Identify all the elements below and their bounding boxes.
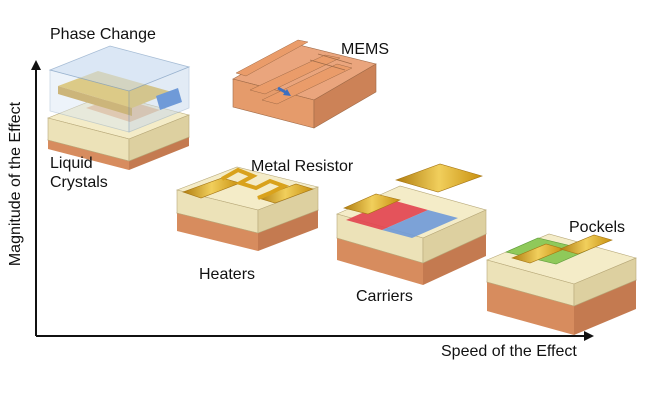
heaters-label: Heaters xyxy=(199,266,256,283)
carriers-label: Carriers xyxy=(356,288,413,305)
metal-resistor-label: Metal Resistor xyxy=(251,158,354,175)
x-axis-label: Speed of the Effect xyxy=(441,343,577,360)
heater-device xyxy=(175,166,320,251)
mems-label: MEMS xyxy=(341,41,389,58)
pockels-device xyxy=(486,233,637,335)
carrier-device xyxy=(336,163,487,285)
liquid-crystals-label-line1: Liquid xyxy=(50,155,93,172)
phase-change-label: Phase Change xyxy=(50,26,156,43)
phase-change-device xyxy=(47,45,191,170)
mems-device xyxy=(232,39,377,129)
pockels-label: Pockels xyxy=(569,219,626,236)
y-axis-label: Magnitude of the Effect xyxy=(7,101,24,267)
liquid-crystals-label-line2: Crystals xyxy=(50,174,108,191)
